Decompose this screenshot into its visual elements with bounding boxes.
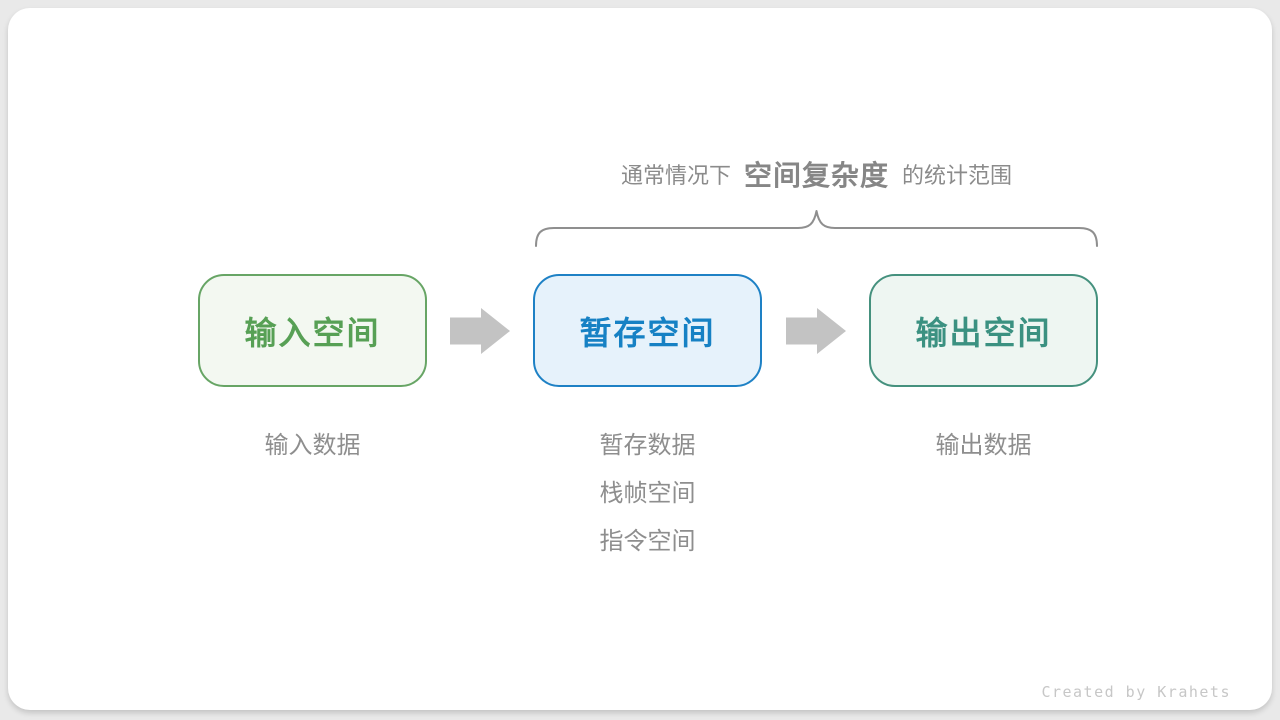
credit-text: Created by Krahets: [1041, 683, 1231, 701]
annotation-suffix: 的统计范围: [902, 163, 1013, 188]
right-arrow-icon: [786, 308, 846, 354]
box-input-space: 输入空间: [198, 274, 427, 387]
annotation-prefix: 通常情况下: [620, 163, 731, 188]
upward-curly-brace-icon: [535, 210, 1098, 247]
box-output-space-label: 输出空间: [915, 314, 1052, 351]
right-arrow-icon: [450, 308, 510, 354]
box-output-space: 输出空间: [869, 274, 1098, 387]
scope-annotation: 通常情况下 空间复杂度 的统计范围: [535, 154, 1098, 194]
diagram-card: 通常情况下 空间复杂度 的统计范围 输入空间 暂存空间 输出空间 输入数据 暂存…: [8, 8, 1272, 710]
note-input-data: 输入数据: [264, 432, 361, 459]
box-input-space-label: 输入空间: [244, 314, 381, 351]
box-buffer-space-label: 暂存空间: [579, 314, 716, 351]
note-output-data: 输出数据: [935, 432, 1032, 459]
note-instruction-space: 指令空间: [599, 528, 696, 555]
notes-buffer-space: 暂存数据 栈帧空间 指令空间: [533, 422, 762, 566]
note-buffer-data: 暂存数据: [599, 432, 696, 459]
note-stack-frame-space: 栈帧空间: [599, 480, 696, 507]
annotation-highlight: 空间复杂度: [743, 160, 889, 191]
box-buffer-space: 暂存空间: [533, 274, 762, 387]
